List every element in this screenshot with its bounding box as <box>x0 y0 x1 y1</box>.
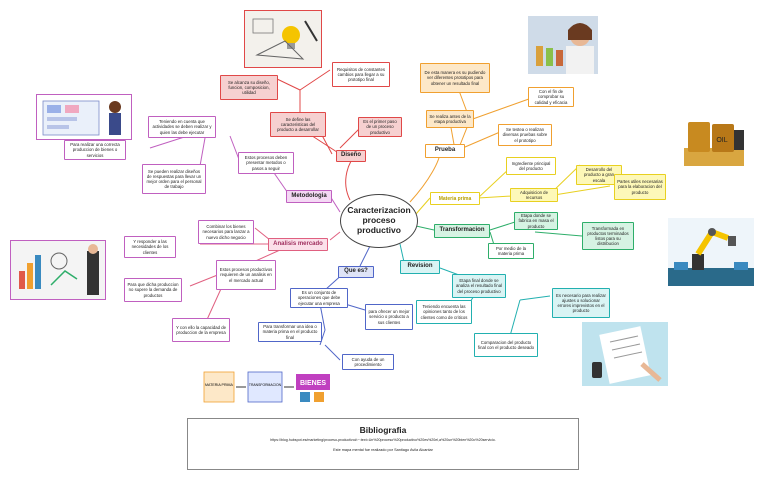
revision-node-2: Teniendo encuenta las opiniones tanto de… <box>416 300 472 324</box>
bibliography-url[interactable]: https://blog.hubspot.es/marketing/proces… <box>270 438 496 442</box>
process-label-2: TRANSFORMACION <box>249 383 282 387</box>
transformacion-node-3: Transformada en productos terminados lis… <box>582 222 634 250</box>
document-review-icon <box>582 322 668 386</box>
analisis-node-4: Para que dicha produccion no supere la d… <box>124 278 182 302</box>
analisis-node-3: Estos procesos productivos requieren de … <box>216 260 276 290</box>
transformacion-node-2: Por medio de la materia prima <box>488 243 534 259</box>
diseno-node-1: Se alcanza su diseño, funcion, composici… <box>220 75 278 100</box>
materia-node-4: Partes utiles necesarias para la elabora… <box>614 174 666 200</box>
bibliography-title: Bibliografia <box>359 425 407 435</box>
analisis-node-5: Y con ello la capacidad de produccion de… <box>172 318 230 342</box>
topic-materia-prima: Materia prima <box>430 192 480 205</box>
materials-to-goods-icon: MATERIA PRIMA TRANSFORMACION BIENES <box>200 362 332 408</box>
process-label-1: MATERIA PRIMA <box>205 383 233 387</box>
planning-board-icon <box>36 94 132 140</box>
topic-metodologia: Metodologia <box>286 190 332 203</box>
que-es-node-1: Es un conjunto de operaciones que debe e… <box>290 288 348 308</box>
diseno-node-2: Requisitos de constantes cambios para ll… <box>332 62 390 87</box>
diseno-node-4: Es el primer paso de un proceso producti… <box>358 117 402 137</box>
que-es-node-4: Con ayuda de un procedimiento <box>342 354 394 370</box>
que-es-node-2: para ofrecer un mejor servicio o product… <box>365 304 413 330</box>
industrial-robot-arm-icon <box>668 218 754 286</box>
metodologia-node-2: Teniendo en cuenta que actividades se de… <box>148 116 216 138</box>
que-es-node-3: Para transformar una idea o materia prim… <box>258 322 322 342</box>
oil-label: OIL <box>716 137 727 144</box>
prueba-node-2: Con el fin de comprobar su calidad y efi… <box>528 87 574 107</box>
metodologia-node-4: Se pueden realizar diseños de respuestas… <box>142 164 206 194</box>
transformacion-node-1: Etapa donde se fabrica en masa el produc… <box>514 212 558 230</box>
topic-analisis-mercado: Analisis mercado <box>268 238 328 251</box>
topic-que-es: Que es? <box>338 266 374 278</box>
process-label-3: BIENES <box>300 380 326 387</box>
business-strategy-icon <box>10 240 106 300</box>
scientist-testing-icon <box>528 16 598 74</box>
prueba-node-1: De esta manera es su pudiendo ver difere… <box>420 63 490 93</box>
diseno-node-3: Se define las caracteristicas del produc… <box>270 112 326 137</box>
lightbulb-sketch-icon <box>244 10 322 68</box>
topic-transformacion: Transformacion <box>434 224 490 238</box>
revision-node-3: Es necesario para realizar ajustes o sol… <box>552 288 610 318</box>
analisis-node-1: Combinar los bienes necesarios para lanz… <box>198 220 254 244</box>
central-topic: Caracterizacion proceso productivo <box>340 194 418 248</box>
prueba-node-4: Se testea o realizan diversas pruebas so… <box>498 124 552 146</box>
prueba-node-3: Se realiza antes de la etapa productiva <box>426 110 474 128</box>
bibliography-author: Este mapa mental fue realizado por Santi… <box>333 448 433 452</box>
revision-node-4: Comparacion del producto final con el pr… <box>474 333 538 357</box>
materia-node-1: Ingrediente principal del producto <box>506 157 556 175</box>
topic-revision: Revision <box>400 260 440 274</box>
materia-node-3: Adquisicion de recursos <box>510 188 558 202</box>
topic-prueba: Prueba <box>425 144 465 158</box>
topic-diseno: Diseño <box>336 150 366 162</box>
bibliography-box: Bibliografia https://blog.hubspot.es/mar… <box>187 418 579 470</box>
analisis-node-2: Y responder a las necesidades de los cli… <box>124 236 176 258</box>
oil-barrels-icon: OIL <box>682 118 746 168</box>
metodologia-node-3: Para realizar una correcta produccion de… <box>64 140 126 160</box>
metodologia-node-1: Estos procesos deben presentar metodos o… <box>238 152 294 174</box>
revision-node-1: Etapa final donde se analiza el resultad… <box>452 274 506 298</box>
